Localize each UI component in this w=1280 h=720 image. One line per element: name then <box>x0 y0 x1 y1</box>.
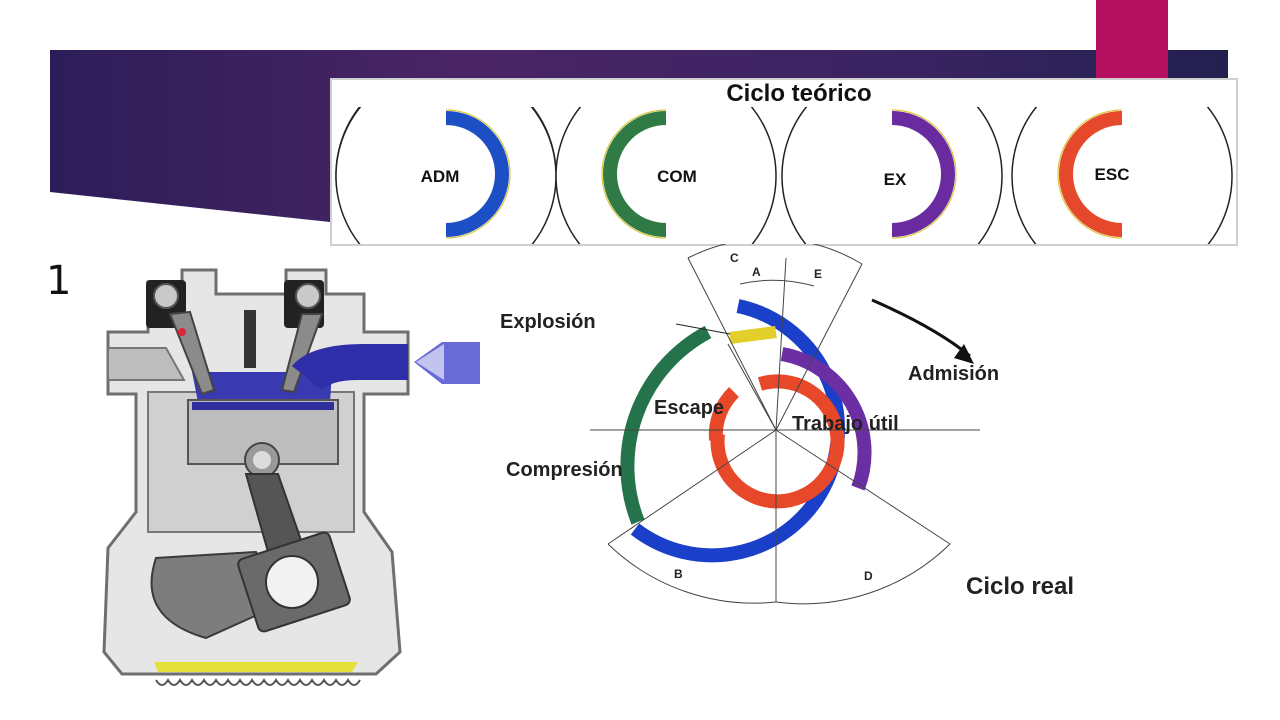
theory-label-ex: EX <box>884 170 907 189</box>
arc-trabajo <box>780 347 872 491</box>
intake-arrow <box>414 342 480 384</box>
theory-arc-esc <box>1059 111 1123 237</box>
label-compresion: Compresión <box>506 459 623 481</box>
angle-letter-e: E <box>814 267 822 281</box>
angle-letter-d: D <box>864 569 873 583</box>
real-cycle-diagram: C A E B D Explosión Admisión Escape Trab… <box>500 244 1074 605</box>
slide-number: 1 <box>46 258 72 304</box>
label-escape: Escape <box>654 397 724 419</box>
angle-letter-a: A <box>752 265 761 279</box>
theory-title: Ciclo teórico <box>726 80 871 107</box>
arc-compresion <box>620 325 712 525</box>
arc-escape <box>710 374 845 509</box>
label-ciclo-real: Ciclo real <box>966 573 1074 600</box>
accent-block <box>1096 0 1168 78</box>
theory-panel: Ciclo teórico ADM COM EX ESC <box>330 78 1238 246</box>
theory-arc-ex <box>891 111 955 237</box>
arc-explosion <box>729 326 777 344</box>
theory-arc-adm <box>445 111 509 237</box>
theory-diagram: Ciclo teórico ADM COM EX ESC <box>335 80 1233 244</box>
theory-label-esc: ESC <box>1095 165 1130 184</box>
theory-label-adm: ADM <box>421 167 460 186</box>
label-trabajo: Trabajo útil <box>792 413 899 435</box>
angle-letter-c: C <box>730 251 739 265</box>
engine-illustration <box>102 268 480 686</box>
theory-arc-com <box>603 111 667 237</box>
theory-label-com: COM <box>657 167 697 186</box>
angle-letter-b: B <box>674 567 683 581</box>
label-explosion: Explosión <box>500 311 596 333</box>
label-admision: Admisión <box>908 363 999 385</box>
